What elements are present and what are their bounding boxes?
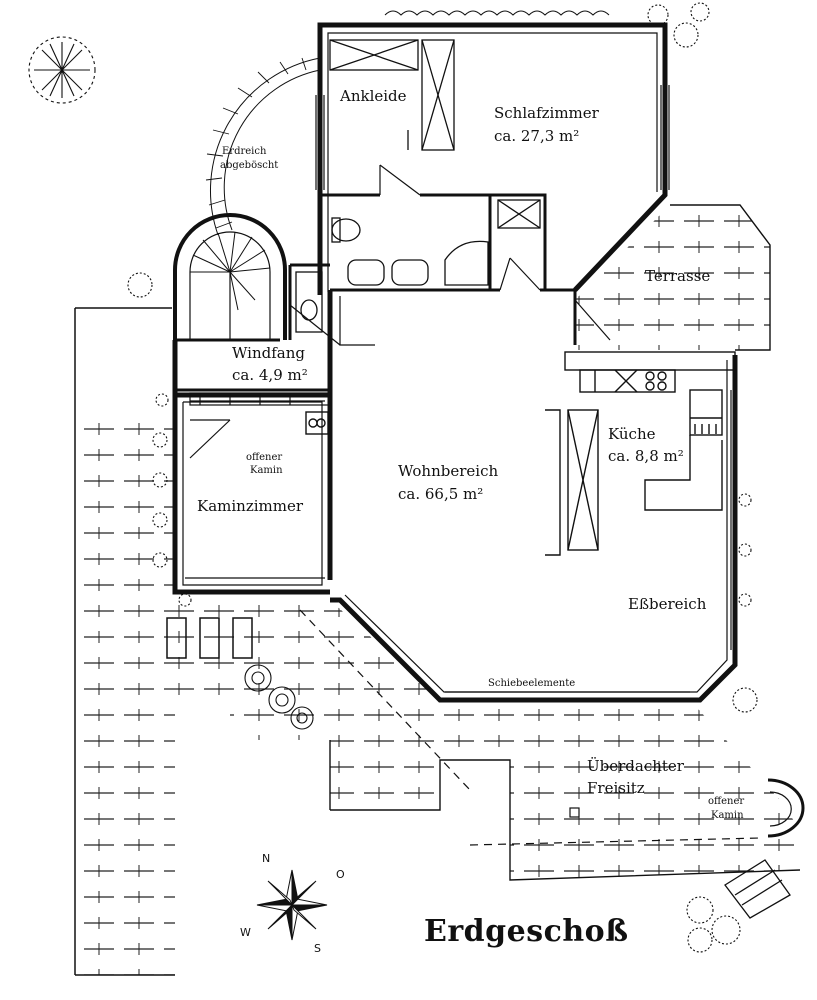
note-schiebeelemente: Schiebeelemente [488,678,576,689]
wall-inner-lines [182,32,728,693]
compass-o-label: O [336,868,345,881]
door-swings [189,164,611,459]
room-freisitz-line1: Überdachter [587,757,684,775]
room-kueche-area: ca. 8,8 m² [608,447,684,465]
room-windfang-area: ca. 4,9 m² [232,366,308,384]
outside-steps [724,859,791,919]
note-kamin-outer-line2: Kamin [711,810,744,821]
note-kamin-inner-line1: offener [246,452,283,463]
room-kueche-label: Küche [608,425,656,443]
spiral-staircase [173,213,287,340]
shrubs [127,2,758,953]
compass-n-label: N [262,852,271,865]
room-schlafzimmer-label: Schlafzimmer [494,104,599,122]
room-wohnbereich-label: Wohnbereich [398,462,499,480]
room-freisitz-line2: Freisitz [587,779,645,797]
windfang-bench [189,392,331,406]
exterior-walls [172,22,738,703]
plan-title: Erdgeschoß [424,914,629,949]
compass-w-label: W [240,926,251,939]
room-wohnbereich-area: ca. 66,5 m² [398,485,484,503]
room-schlafzimmer-area: ca. 27,3 m² [494,127,580,145]
fireplace-indoor [305,411,329,435]
hedge-north [384,10,610,16]
room-terrasse-label: Terrasse [645,267,711,285]
note-erdreich-line2: abgeböscht [220,160,279,171]
kitchen-fittings [545,351,736,556]
paved-path-west [74,307,175,976]
bathroom-fixtures [295,199,541,333]
windows [185,85,732,693]
room-essbereich-label: Eßbereich [628,595,707,613]
tree-northwest [28,36,96,104]
compass-s-label: S [314,942,321,955]
ankleide-closets [329,39,455,151]
room-ankleide-label: Ankleide [340,87,407,105]
note-kamin-outer-line1: offener [708,796,745,807]
paved-terrace-south [175,600,801,881]
interior-walls [175,193,577,392]
note-erdreich-line1: Erdreich [222,146,267,157]
fireplace-outdoor [767,778,805,838]
slope-embankment [205,57,321,236]
room-windfang-label: Windfang [232,344,305,362]
note-kamin-inner-line2: Kamin [250,465,283,476]
paved-terrace-east [575,204,771,351]
stepping-stones [166,617,253,659]
room-kaminzimmer-label: Kaminzimmer [197,497,304,515]
compass-rose [256,869,328,941]
